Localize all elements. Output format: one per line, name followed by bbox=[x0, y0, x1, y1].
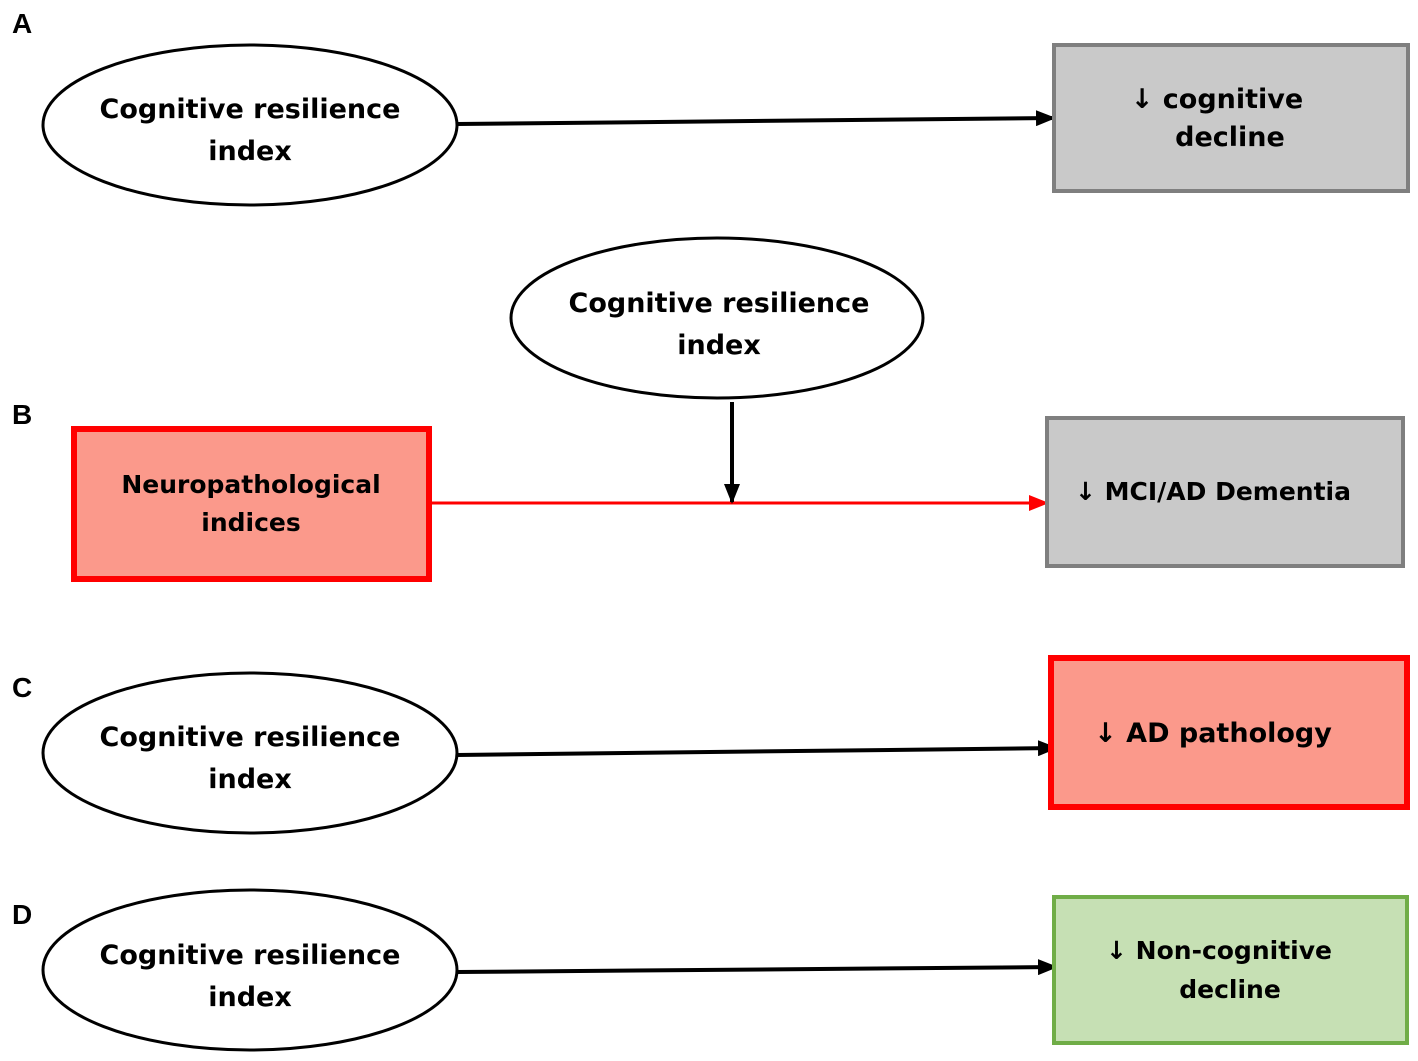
panel-c-source-ellipse: Cognitive resilience index bbox=[41, 671, 459, 835]
panel-b-target-box: ↓ MCI/AD Dementia bbox=[1045, 416, 1405, 568]
panel-a: A Cognitive resilience index ↓ cognitive… bbox=[12, 8, 1410, 207]
panel-b-moderator-line2: index bbox=[677, 330, 761, 361]
panel-d-letter: D bbox=[12, 899, 32, 930]
panel-a-source-ellipse: Cognitive resilience index bbox=[41, 43, 459, 207]
panel-b: B Cognitive resilience index Neuropathol… bbox=[12, 236, 1405, 582]
panel-d-source-line2: index bbox=[208, 982, 292, 1013]
panel-b-target-line1: ↓ MCI/AD Dementia bbox=[1075, 477, 1351, 506]
panel-c: C Cognitive resilience index ↓ AD pathol… bbox=[12, 655, 1410, 835]
panel-b-letter: B bbox=[12, 399, 32, 430]
panel-a-target-box: ↓ cognitive decline bbox=[1052, 43, 1410, 193]
panel-a-source-line1: Cognitive resilience bbox=[100, 94, 401, 125]
panel-b-moderator-line1: Cognitive resilience bbox=[569, 288, 870, 319]
panel-c-arrow bbox=[456, 740, 1058, 757]
panel-a-target-line1: ↓ cognitive bbox=[1131, 84, 1303, 115]
panel-d: D Cognitive resilience index ↓ Non-cogni… bbox=[12, 888, 1409, 1052]
panel-c-source-line1: Cognitive resilience bbox=[100, 722, 401, 753]
panel-b-source-box: Neuropathological indices bbox=[71, 426, 432, 582]
panel-d-target-line2: decline bbox=[1179, 975, 1281, 1004]
panel-a-source-line2: index bbox=[208, 136, 292, 167]
panel-d-arrow bbox=[456, 959, 1058, 976]
panel-d-source-ellipse: Cognitive resilience index bbox=[41, 888, 459, 1052]
panel-a-letter: A bbox=[12, 8, 32, 39]
panel-d-source-line1: Cognitive resilience bbox=[100, 940, 401, 971]
panel-a-arrow bbox=[456, 110, 1056, 127]
panel-b-source-line2: indices bbox=[201, 508, 301, 537]
panel-c-letter: C bbox=[12, 672, 32, 703]
panel-d-target-line1: ↓ Non-cognitive bbox=[1106, 936, 1332, 965]
panel-d-target-box: ↓ Non-cognitive decline bbox=[1052, 895, 1409, 1045]
panel-c-source-line2: index bbox=[208, 764, 292, 795]
panel-a-target-line2: decline bbox=[1175, 122, 1285, 153]
panel-b-moderator-ellipse: Cognitive resilience index bbox=[509, 236, 925, 400]
panel-c-target-box: ↓ AD pathology bbox=[1048, 655, 1410, 810]
panel-c-target-line1: ↓ AD pathology bbox=[1094, 718, 1332, 749]
panel-b-source-line1: Neuropathological bbox=[121, 470, 380, 499]
